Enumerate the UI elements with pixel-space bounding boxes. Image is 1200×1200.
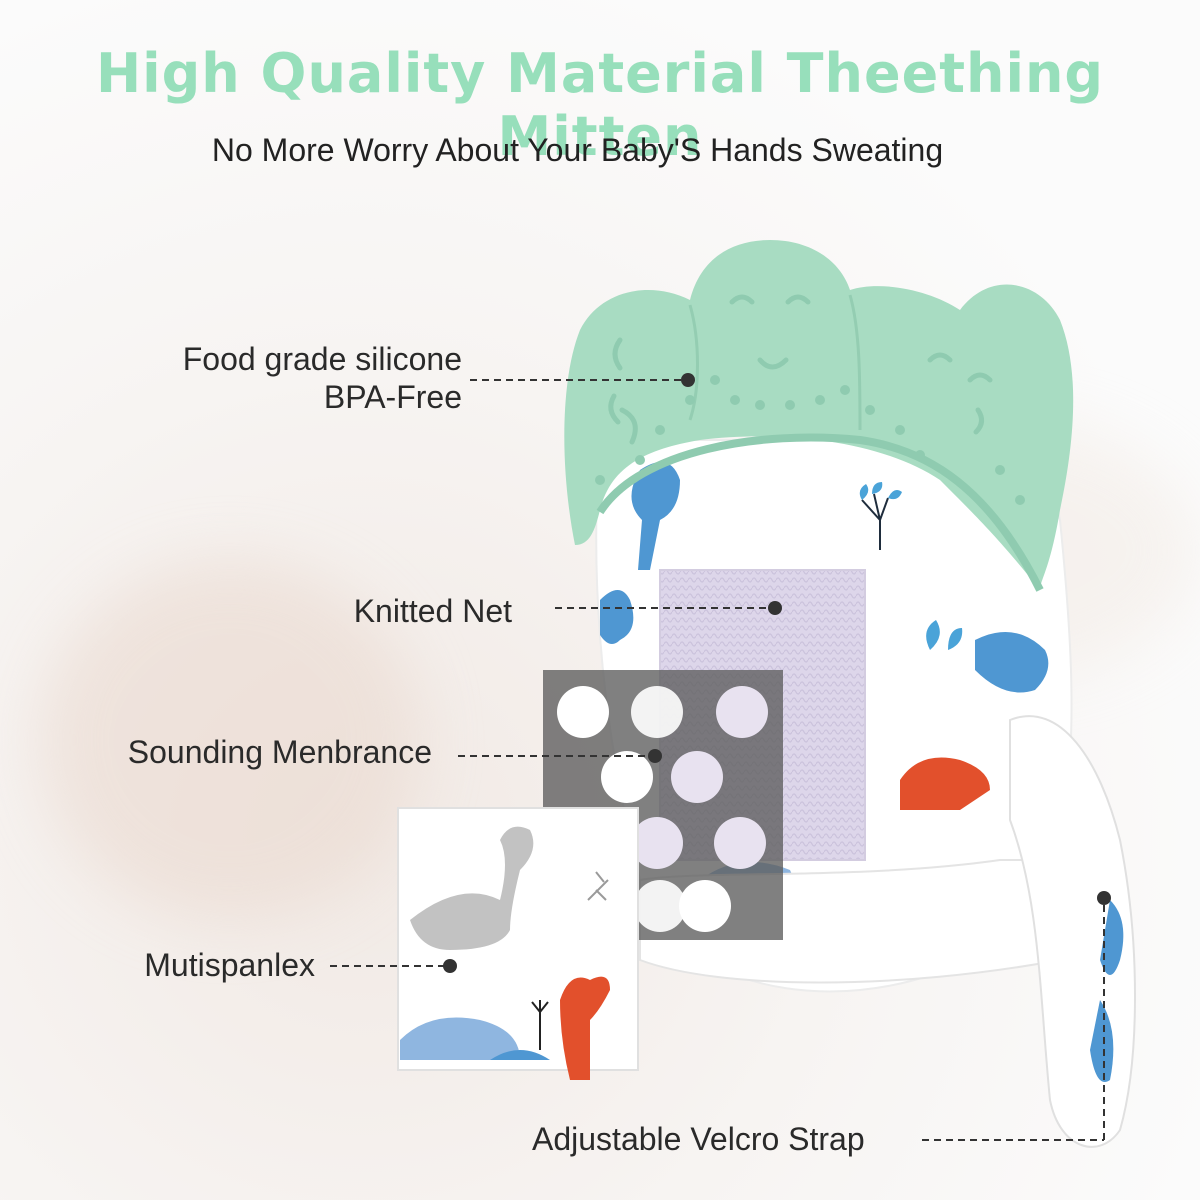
page-title: High Quality Material Theething Mitten: [95, 42, 1105, 168]
background-blur-baby-head: [40, 560, 420, 920]
callout-net-line: [555, 601, 782, 615]
silicone-teether-top: [564, 240, 1074, 592]
red-dino-shape: [560, 976, 610, 1080]
callout-net-text: Knitted Net: [353, 593, 512, 629]
callout-silicone-line1: Food grade silicone: [182, 341, 462, 377]
callout-silicone-label: Food grade silicone BPA-Free: [100, 340, 462, 416]
leaf-icon: [861, 493, 889, 550]
callout-strap-label: Adjustable Velcro Strap: [532, 1120, 865, 1158]
callout-silicone-line2: BPA-Free: [323, 379, 462, 415]
callout-membrane-text: Sounding Menbrance: [127, 734, 432, 770]
callout-net-label: Knitted Net: [200, 592, 512, 630]
callout-silicone-line: [470, 373, 695, 387]
mutispanlex-swatch: [397, 807, 639, 1080]
blue-dino-shape-swatch: [400, 1017, 520, 1060]
callout-membrane-label: Sounding Menbrance: [60, 733, 432, 771]
callout-spandex-text: Mutispanlex: [144, 947, 315, 983]
page-subtitle: No More Worry About Your Baby'S Hands Sw…: [211, 132, 944, 168]
callout-spandex-label: Mutispanlex: [60, 946, 315, 984]
callout-strap-line: [922, 891, 1111, 1141]
blue-dino-shape: [600, 590, 634, 644]
grey-dino-shape: [410, 826, 534, 950]
callout-strap-text: Adjustable Velcro Strap: [532, 1121, 865, 1157]
callout-membrane-line: [458, 749, 662, 763]
callout-spandex-line: [330, 959, 457, 973]
